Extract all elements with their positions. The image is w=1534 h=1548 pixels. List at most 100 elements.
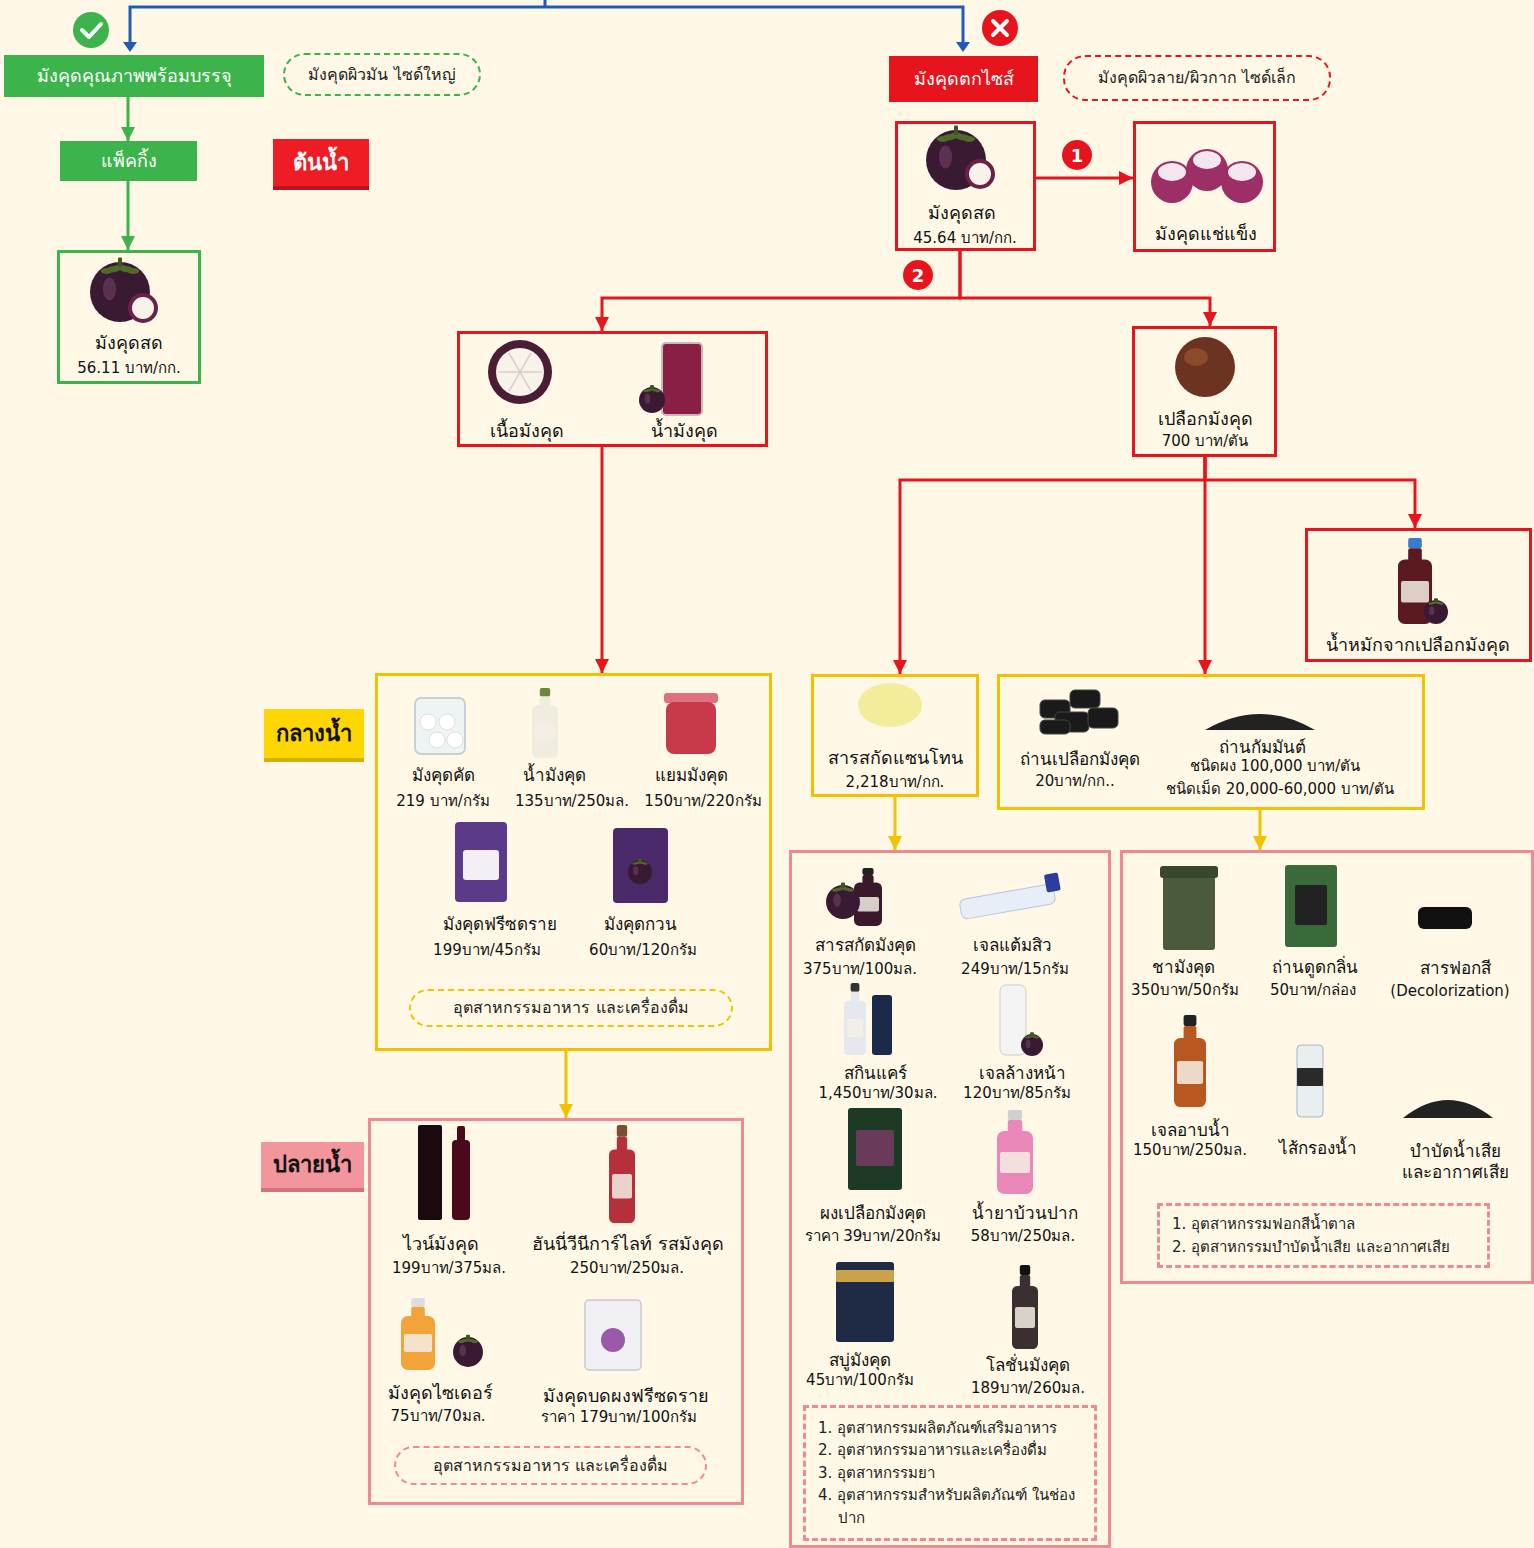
gel-tube [959,883,1056,919]
segment-line [498,371,520,373]
bottle-neck [851,992,860,1003]
product-panel: อุตสาหกรรมอาหาร และเครื่องดื่มมังคุดคัด2… [375,673,772,1051]
product-box: น้ำหมักจากเปลือกมังคุด [1305,528,1532,662]
charcoal-briquette [1040,720,1070,734]
node-text: เปลือกมังคุด [1158,408,1253,431]
mangosteen-calyx [655,390,660,393]
node-text: 56.11 บาท/กก. [77,359,181,378]
node-text: 1,450บาท/30มล. [819,1084,938,1103]
node-text: บำบัดน้ำเสีย และอากาศเสีย [1392,1141,1518,1184]
bottle-body [1012,1286,1038,1349]
node-text: 2,218บาท/กก. [846,773,945,792]
bottle-label [857,897,879,912]
mangosteen-calyx [1035,1036,1039,1038]
frozen-fruit-flesh [1228,163,1256,181]
bottle-cap [540,688,550,696]
mangosteen-stem [650,385,654,389]
bottle-body [997,1131,1033,1194]
check-mark [82,24,101,37]
node-text: 135บาท/250มล. [515,792,629,811]
callout-number: 1 [1062,140,1092,170]
node-text: (Decolorization) [1390,982,1509,1001]
product-panel: อุตสาหกรรมอาหาร และเครื่องดื่มไวน์มังคุด… [368,1118,744,1505]
jam-jar [666,702,716,754]
node-text: มังคุดบดผงฟรีซดราย [543,1385,709,1408]
mangosteen-shine [103,278,116,301]
node-text: น้ำมังคุด [523,765,586,786]
node-text: ปลายน้ำ [273,1151,352,1179]
tag-pill: มังคุดผิวมัน ไซด์ใหญ่ [283,53,481,96]
mangosteen-flesh [496,348,544,396]
node-text: มังคุดกวน [604,914,677,935]
node-text: มังคุดผิวลาย/ผิวกาก ไซด์เล็ก [1098,68,1295,88]
product-pouch [613,828,668,903]
node-text: มังคุดสด [95,332,163,355]
mangosteen-stem [466,1335,470,1340]
node-text: 199บาท/375มล. [392,1259,506,1278]
mangosteen-shine [1429,606,1434,615]
powder-pile [1205,714,1315,730]
node-text: เนื้อมังคุด [490,420,564,443]
fruit-piece [420,714,436,730]
branch-line [544,0,547,7]
mangosteen-stem [841,882,845,887]
bottle-neck [411,1307,425,1318]
bottle-cap [1408,538,1422,548]
soap-band [836,1270,894,1282]
flow-arrow [1205,457,1415,528]
bottle-neck [540,696,550,707]
mangosteen-shine [633,866,638,875]
node-text: 50บาท/กล่อง [1270,981,1356,1000]
node-text: เจลล้างหน้า [979,1063,1066,1084]
node-text: มังคุดคุณภาพพร้อมบรรจุ [37,65,232,88]
node-text: 199บาท/45กรัม [433,941,541,960]
node-text: ถ่านเปลือกมังคุด [1020,749,1140,770]
node-text: ราคา 39บาท/20กรัม [805,1227,942,1246]
node-text: 45บาท/100กรัม [806,1371,914,1390]
juice-glass [662,343,702,415]
node-text: 20บาท/กก.. [1035,772,1115,791]
mangosteen-shine [833,894,840,907]
tea-tin [1163,874,1215,950]
mangosteen-shine [645,394,651,404]
product-box: มังคุดสด 56.11 บาท/กก. [57,250,201,384]
process-box: แพ็คกิ้ง [60,141,197,181]
peel-shine [1184,348,1208,366]
node-text: 375บาท/100มล. [803,960,917,979]
segment-line [509,372,520,391]
node-text: อุตสาหกรรมอาหาร และเครื่องดื่ม [433,1456,668,1476]
fruit-cup [415,698,465,754]
node-text: น้ำมังคุด [651,420,718,443]
bottle-label [404,1334,432,1352]
node-text: 45.64 บาท/กก. [913,229,1017,248]
product-panel: 1. อุตสาหกรรมฟอกสีน้ำตาล2. อุตสาหกรรมบำบ… [1120,850,1534,1284]
node-text: 58บาท/250มล. [971,1227,1076,1246]
bottle-body [532,706,558,759]
tube-cap [1044,872,1061,892]
flow-arrow [894,797,897,850]
node-text: ราคา 179บาท/100กรัม [541,1408,697,1427]
mangosteen-calyx [847,888,854,891]
node-text: ไส้กรองน้ำ [1279,1138,1357,1159]
bottle-body [1174,1038,1206,1107]
mangosteen-flesh [967,161,993,187]
flow-arrow [127,181,130,250]
node-text: 120บาท/85กรัม [963,1084,1071,1103]
frozen-fruit-flesh [1193,151,1221,169]
mangosteen-icon [628,860,652,884]
fruit-piece [429,732,445,748]
bottle-label [1401,581,1429,603]
mangosteen-shine [939,146,952,169]
bottle-label [1000,1152,1030,1173]
bottle-label [535,723,555,741]
stage-label: ต้นน้ำ [273,139,369,190]
arrow-head [956,42,970,52]
pouch-mark [601,1328,625,1352]
flow-arrow [602,251,960,331]
bottle-label [1015,1307,1035,1328]
node-text: สารฟอกสี [1420,958,1491,979]
bottle-cap [1184,1015,1197,1026]
peel-icon [1175,337,1235,397]
flow-arrow [960,251,1210,326]
charcoal-briquette [1088,708,1118,728]
